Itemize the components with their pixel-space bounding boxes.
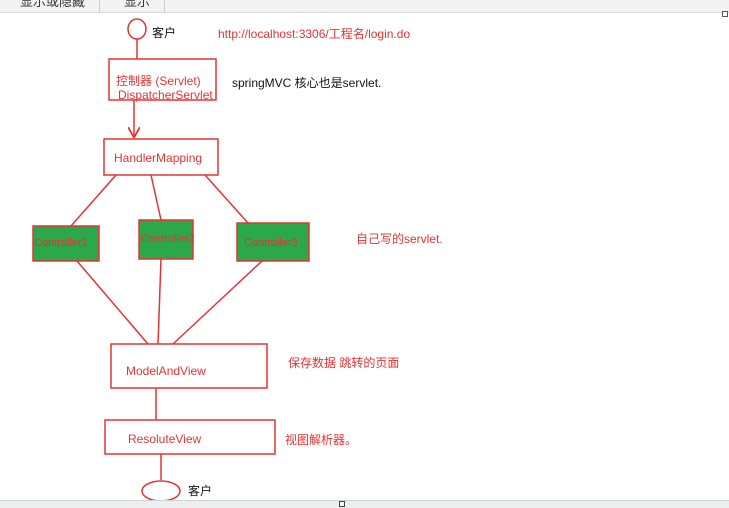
handler-mapping-box (103, 138, 219, 176)
controller2-label: Controller2 (141, 233, 195, 245)
model-and-view-label: ModelAndView (126, 364, 206, 378)
client-top-shape (127, 18, 147, 40)
controller1-label: Controller1 (34, 237, 88, 249)
toolbar-tab-show[interactable]: 显示 (110, 0, 166, 12)
edge-controller1-mav (76, 260, 149, 345)
controller1-box (32, 225, 100, 262)
client-top-label: 客户 (152, 26, 177, 40)
view-resolver-annotation: 视图解析器。 (285, 433, 358, 447)
top-toolbar: 显示或隐藏 显示 (0, 0, 729, 13)
edge-handler-controller3 (204, 174, 249, 224)
controller2-box (138, 219, 194, 260)
resolute-view-box (104, 419, 276, 455)
dispatcher-label-line1: 控制器 (Servlet) (116, 74, 201, 88)
edge-handler-controller2 (150, 174, 162, 221)
edge-controller3-mav (172, 260, 263, 345)
resolute-view-label: ResoluteView (128, 432, 202, 446)
springmvc-annotation: springMVC 核心也是servlet. (232, 76, 382, 90)
edge-controller2-mav (157, 258, 162, 345)
client-bottom-label: 客户 (188, 484, 213, 498)
model-and-view-box (110, 343, 268, 389)
handler-mapping-label: HandlerMapping (114, 151, 203, 165)
self-written-annotation: 自己写的servlet. (356, 232, 443, 246)
toolbar-tab-toggle[interactable]: 显示或隐藏 (6, 0, 101, 12)
url-annotation: http://localhost:3306/工程名/login.do (218, 27, 411, 41)
save-data-annotation: 保存数据 跳转的页面 (288, 356, 400, 370)
controller3-box (236, 222, 310, 262)
resize-handle-right[interactable] (722, 11, 728, 17)
client-bottom-shape (141, 480, 181, 502)
resize-handle-bottom[interactable] (339, 501, 345, 507)
edge-handler-controller1 (70, 174, 117, 227)
dispatcher-label-line2: DispatcherServlet (118, 88, 213, 102)
dispatcher-box (108, 58, 217, 101)
controller3-label: Controller3 (244, 237, 298, 249)
